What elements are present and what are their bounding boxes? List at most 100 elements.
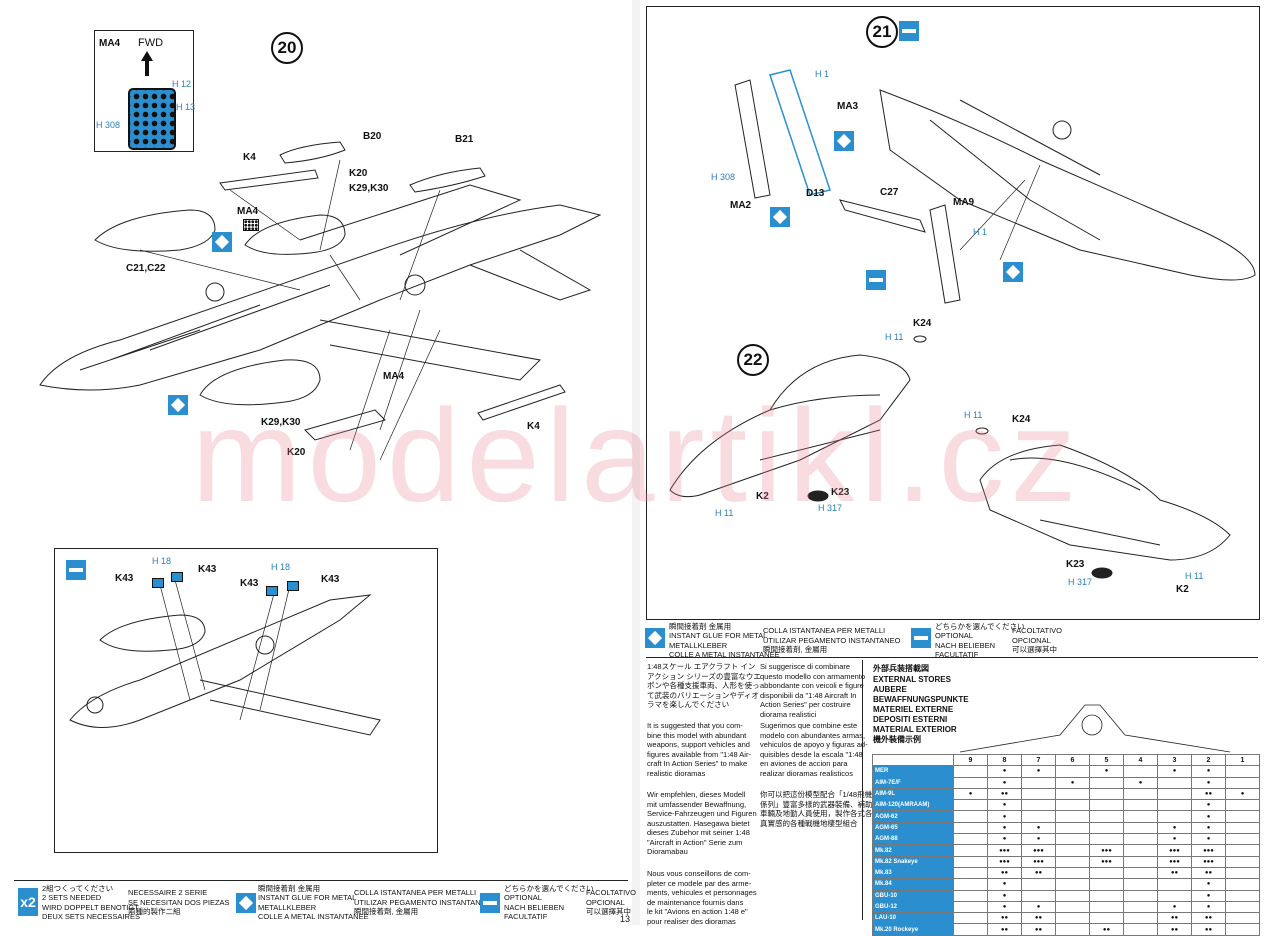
store-cell <box>1055 799 1090 812</box>
ma4-h308: H 308 <box>96 120 121 130</box>
store-cell <box>1123 799 1158 812</box>
store-cell: ● <box>987 878 1022 891</box>
store-cell: ● <box>987 765 1022 778</box>
step20-pylon-k4-top <box>219 169 319 191</box>
store-cell <box>1021 810 1056 823</box>
stores-title-jp: 外部兵装搭載図 <box>873 664 929 673</box>
table-row: AIM-120(AMRAAM)●● <box>872 799 1260 812</box>
label-k20-top: K20 <box>349 168 368 179</box>
store-cell <box>953 889 988 902</box>
rlegend-glue-jp: 瞬間接着剤 金属用 <box>669 622 732 631</box>
store-name: AGM-62 <box>872 810 954 823</box>
step22-canopy-a <box>669 354 911 498</box>
rlegend-opt-en: OPTIONAL NACH BELIEBEN FACULTATIF <box>935 631 996 659</box>
store-cell: ● <box>1021 821 1056 835</box>
store-cell: ●● <box>1157 912 1192 925</box>
rlegend-opt-it: FACOLTATIVO OPCIONAL 可以選擇其中 <box>1012 626 1063 654</box>
station-header: 8 <box>987 753 1022 767</box>
store-name: Mk.82 Snakeye <box>872 855 954 868</box>
stores-title-es: MATERIAL EXTERIOR <box>873 725 957 734</box>
store-cell <box>1055 765 1090 778</box>
legend-glue-it: COLLA ISTANTANEA PER METALLI UTILIZAR PE… <box>354 888 492 916</box>
store-cell <box>1225 776 1260 789</box>
label-ma3: MA3 <box>837 101 859 112</box>
store-cell: ● <box>953 787 988 801</box>
store-cell <box>1225 821 1260 835</box>
store-cell: ● <box>987 799 1022 812</box>
table-row: Mk.83●●●●●●●● <box>872 866 1260 880</box>
s22-h317a: H 317 <box>818 503 843 513</box>
glue-diamond-icon <box>212 232 232 252</box>
label-k29k30-bot: K29,K30 <box>261 417 301 428</box>
store-cell <box>1055 844 1090 857</box>
left-page <box>0 0 632 925</box>
stores-title-cn: 機外裝備示例 <box>873 735 921 744</box>
store-cell <box>953 900 988 914</box>
store-name: AGM-65 <box>872 821 954 835</box>
label-c27: C27 <box>880 187 899 198</box>
store-name: MER <box>872 765 954 778</box>
right-legend-divider <box>646 657 1258 658</box>
k43-h18a: H 18 <box>152 556 172 566</box>
step21-22-frame <box>646 6 1260 620</box>
store-cell <box>953 878 988 891</box>
store-cell: ● <box>1157 900 1192 914</box>
step20-droptank-top <box>94 209 216 252</box>
step21-ladder-ma9 <box>929 204 961 304</box>
store-name: LAU-10 <box>872 912 954 925</box>
note-jp: 1:48スケール エアクラフト イン アクション シリーズの豊富なウエ ポンや各… <box>647 662 761 709</box>
store-cell <box>953 776 988 789</box>
step20-missile-b20 <box>279 141 346 164</box>
stores-title-de2: BEWAFFNUNGSPUNKTE <box>873 695 969 704</box>
s21-h1b: H 1 <box>973 227 988 237</box>
s22-h317b: H 317 <box>1068 577 1093 587</box>
note-cn: 你可以把這份模型配合「1/48飛機戰鬥 係列」豐富多樣的武器裝備、補助支援 車輛… <box>760 790 888 828</box>
store-cell: ● <box>987 889 1022 902</box>
label-k43-3: K43 <box>240 578 259 589</box>
store-cell: ● <box>1055 776 1090 789</box>
store-cell <box>1123 765 1158 778</box>
label-b21: B21 <box>455 134 474 145</box>
note-es: Sugerimos que combine este modelo con ab… <box>760 721 868 778</box>
store-cell <box>1055 923 1090 936</box>
glue-diamond-icon <box>645 628 665 648</box>
legend-opt-jp: どちらかを選んでください <box>504 884 594 893</box>
store-name: Mk.20 Rockeye <box>872 923 954 936</box>
store-cell <box>1225 923 1260 936</box>
store-cell: ●● <box>1021 912 1056 925</box>
step-21-number: 21 <box>866 16 898 48</box>
store-cell <box>953 923 988 936</box>
label-b20: B20 <box>363 131 382 142</box>
fwd-arrow-icon <box>141 51 153 61</box>
store-cell: ●● <box>1191 912 1226 925</box>
step20-wing-upper <box>299 184 522 256</box>
table-row: GBU-12●●●● <box>872 900 1260 914</box>
s22-h11b: H 11 <box>964 410 983 420</box>
store-cell <box>1123 878 1158 891</box>
stores-divider <box>862 660 863 920</box>
station-header: 1 <box>1225 753 1260 767</box>
step21-fuselage <box>879 89 1256 281</box>
label-k43-2: K43 <box>198 564 217 575</box>
store-cell <box>1021 787 1056 801</box>
page-gutter <box>632 0 640 925</box>
store-cell <box>1157 799 1192 812</box>
store-cell <box>1055 855 1090 868</box>
store-cell: ● <box>987 821 1022 835</box>
optional-arrow-icon <box>480 893 500 913</box>
table-row: GBU-10●● <box>872 889 1260 902</box>
legend-sets-jp: 2組つくってください <box>42 884 114 893</box>
stores-title-fr: MATERIEL EXTERNE <box>873 705 954 714</box>
store-cell: ● <box>1191 878 1226 891</box>
store-cell: ●●● <box>1021 844 1056 857</box>
store-cell <box>1089 866 1124 880</box>
store-cell: ● <box>1191 821 1226 835</box>
store-cell <box>953 833 988 846</box>
store-cell <box>1055 810 1090 823</box>
store-cell <box>1157 787 1192 801</box>
store-cell <box>1225 844 1260 857</box>
store-cell: ●● <box>1021 923 1056 936</box>
table-row: Mk.20 Rockeye●●●●●●●●●● <box>872 923 1260 936</box>
fwd-arrow-shaft <box>145 60 149 76</box>
label-k2a: K2 <box>756 491 769 502</box>
